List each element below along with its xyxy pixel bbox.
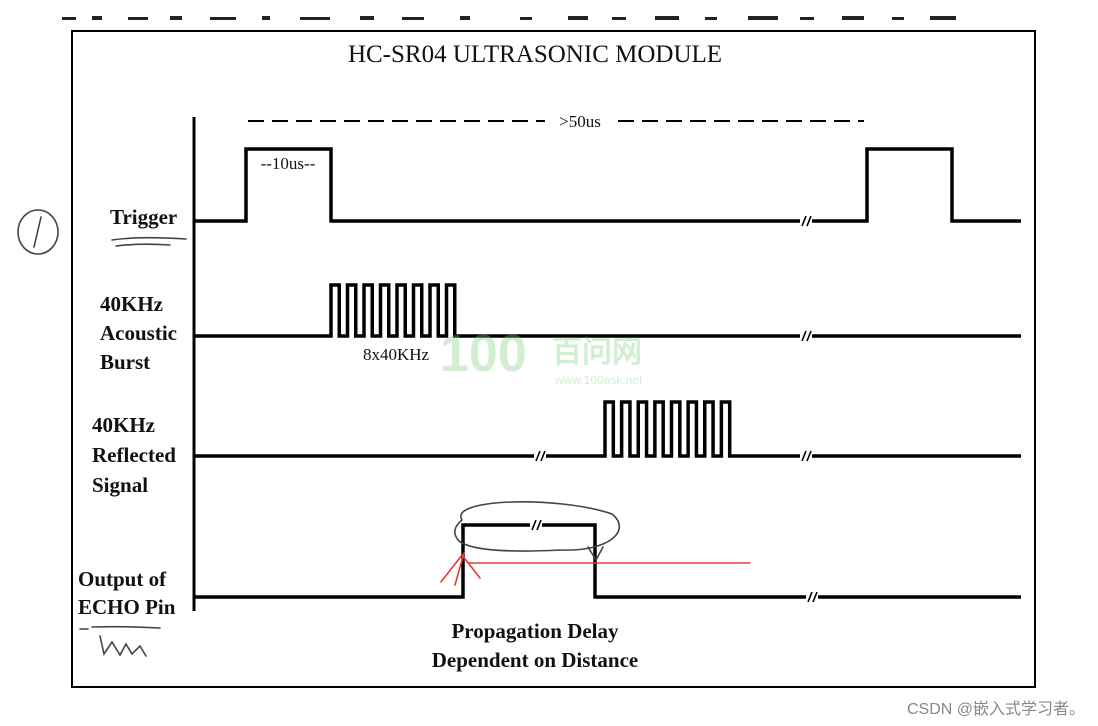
diagram-title: HC-SR04 ULTRASONIC MODULE (348, 41, 722, 68)
trigger-waveform (194, 147, 1021, 223)
diagram-frame (71, 30, 1036, 688)
echo-highlight (440, 552, 751, 586)
highlight-arrow (440, 552, 481, 586)
signal-label-reflected-1: 40KHz (92, 413, 155, 437)
trigger-underline-scribble (111, 236, 187, 247)
watermark-logo: 100 (440, 325, 527, 383)
watermark-name: 百问网 (552, 336, 642, 369)
signal-label-burst-1: 40KHz (100, 292, 163, 316)
burst-waveform (194, 283, 1021, 338)
signal-label-burst-2: Acoustic (100, 321, 177, 345)
cropped-text-fragment (62, 16, 956, 20)
watermark: 100 百问网 www.100ask.net (440, 325, 643, 387)
echo-underline-scribble (79, 625, 161, 630)
time-break-marks (530, 215, 818, 603)
circled-number-mark (17, 209, 59, 255)
pulse-width-label: --10us-- (261, 154, 316, 173)
period-label: >50us (559, 112, 601, 131)
signal-label-reflected-2: Reflected (92, 443, 176, 467)
burst-count-label: 8x40KHz (363, 345, 430, 364)
echo-wave-scribble (99, 635, 147, 657)
echo-down-arrow-mark (587, 546, 604, 562)
csdn-credit: CSDN @嵌入式学习者。 (907, 700, 1085, 718)
signal-label-trigger: Trigger (110, 205, 177, 229)
signal-label-burst-3: Burst (100, 350, 150, 374)
handwritten-annotations (17, 209, 621, 657)
watermark-url: www.100ask.net (554, 373, 643, 387)
reflected-waveform (194, 400, 1021, 458)
signal-label-echo-1: Output of (78, 567, 167, 591)
echo-pulse-circle (453, 501, 621, 552)
handwritten-digit-one (33, 216, 42, 248)
signal-label-echo-2: ECHO Pin (78, 595, 176, 619)
caption-line-1: Propagation Delay (451, 619, 619, 643)
echo-waveform (194, 523, 1021, 599)
signal-label-reflected-3: Signal (92, 473, 148, 497)
caption-line-2: Dependent on Distance (432, 648, 639, 672)
